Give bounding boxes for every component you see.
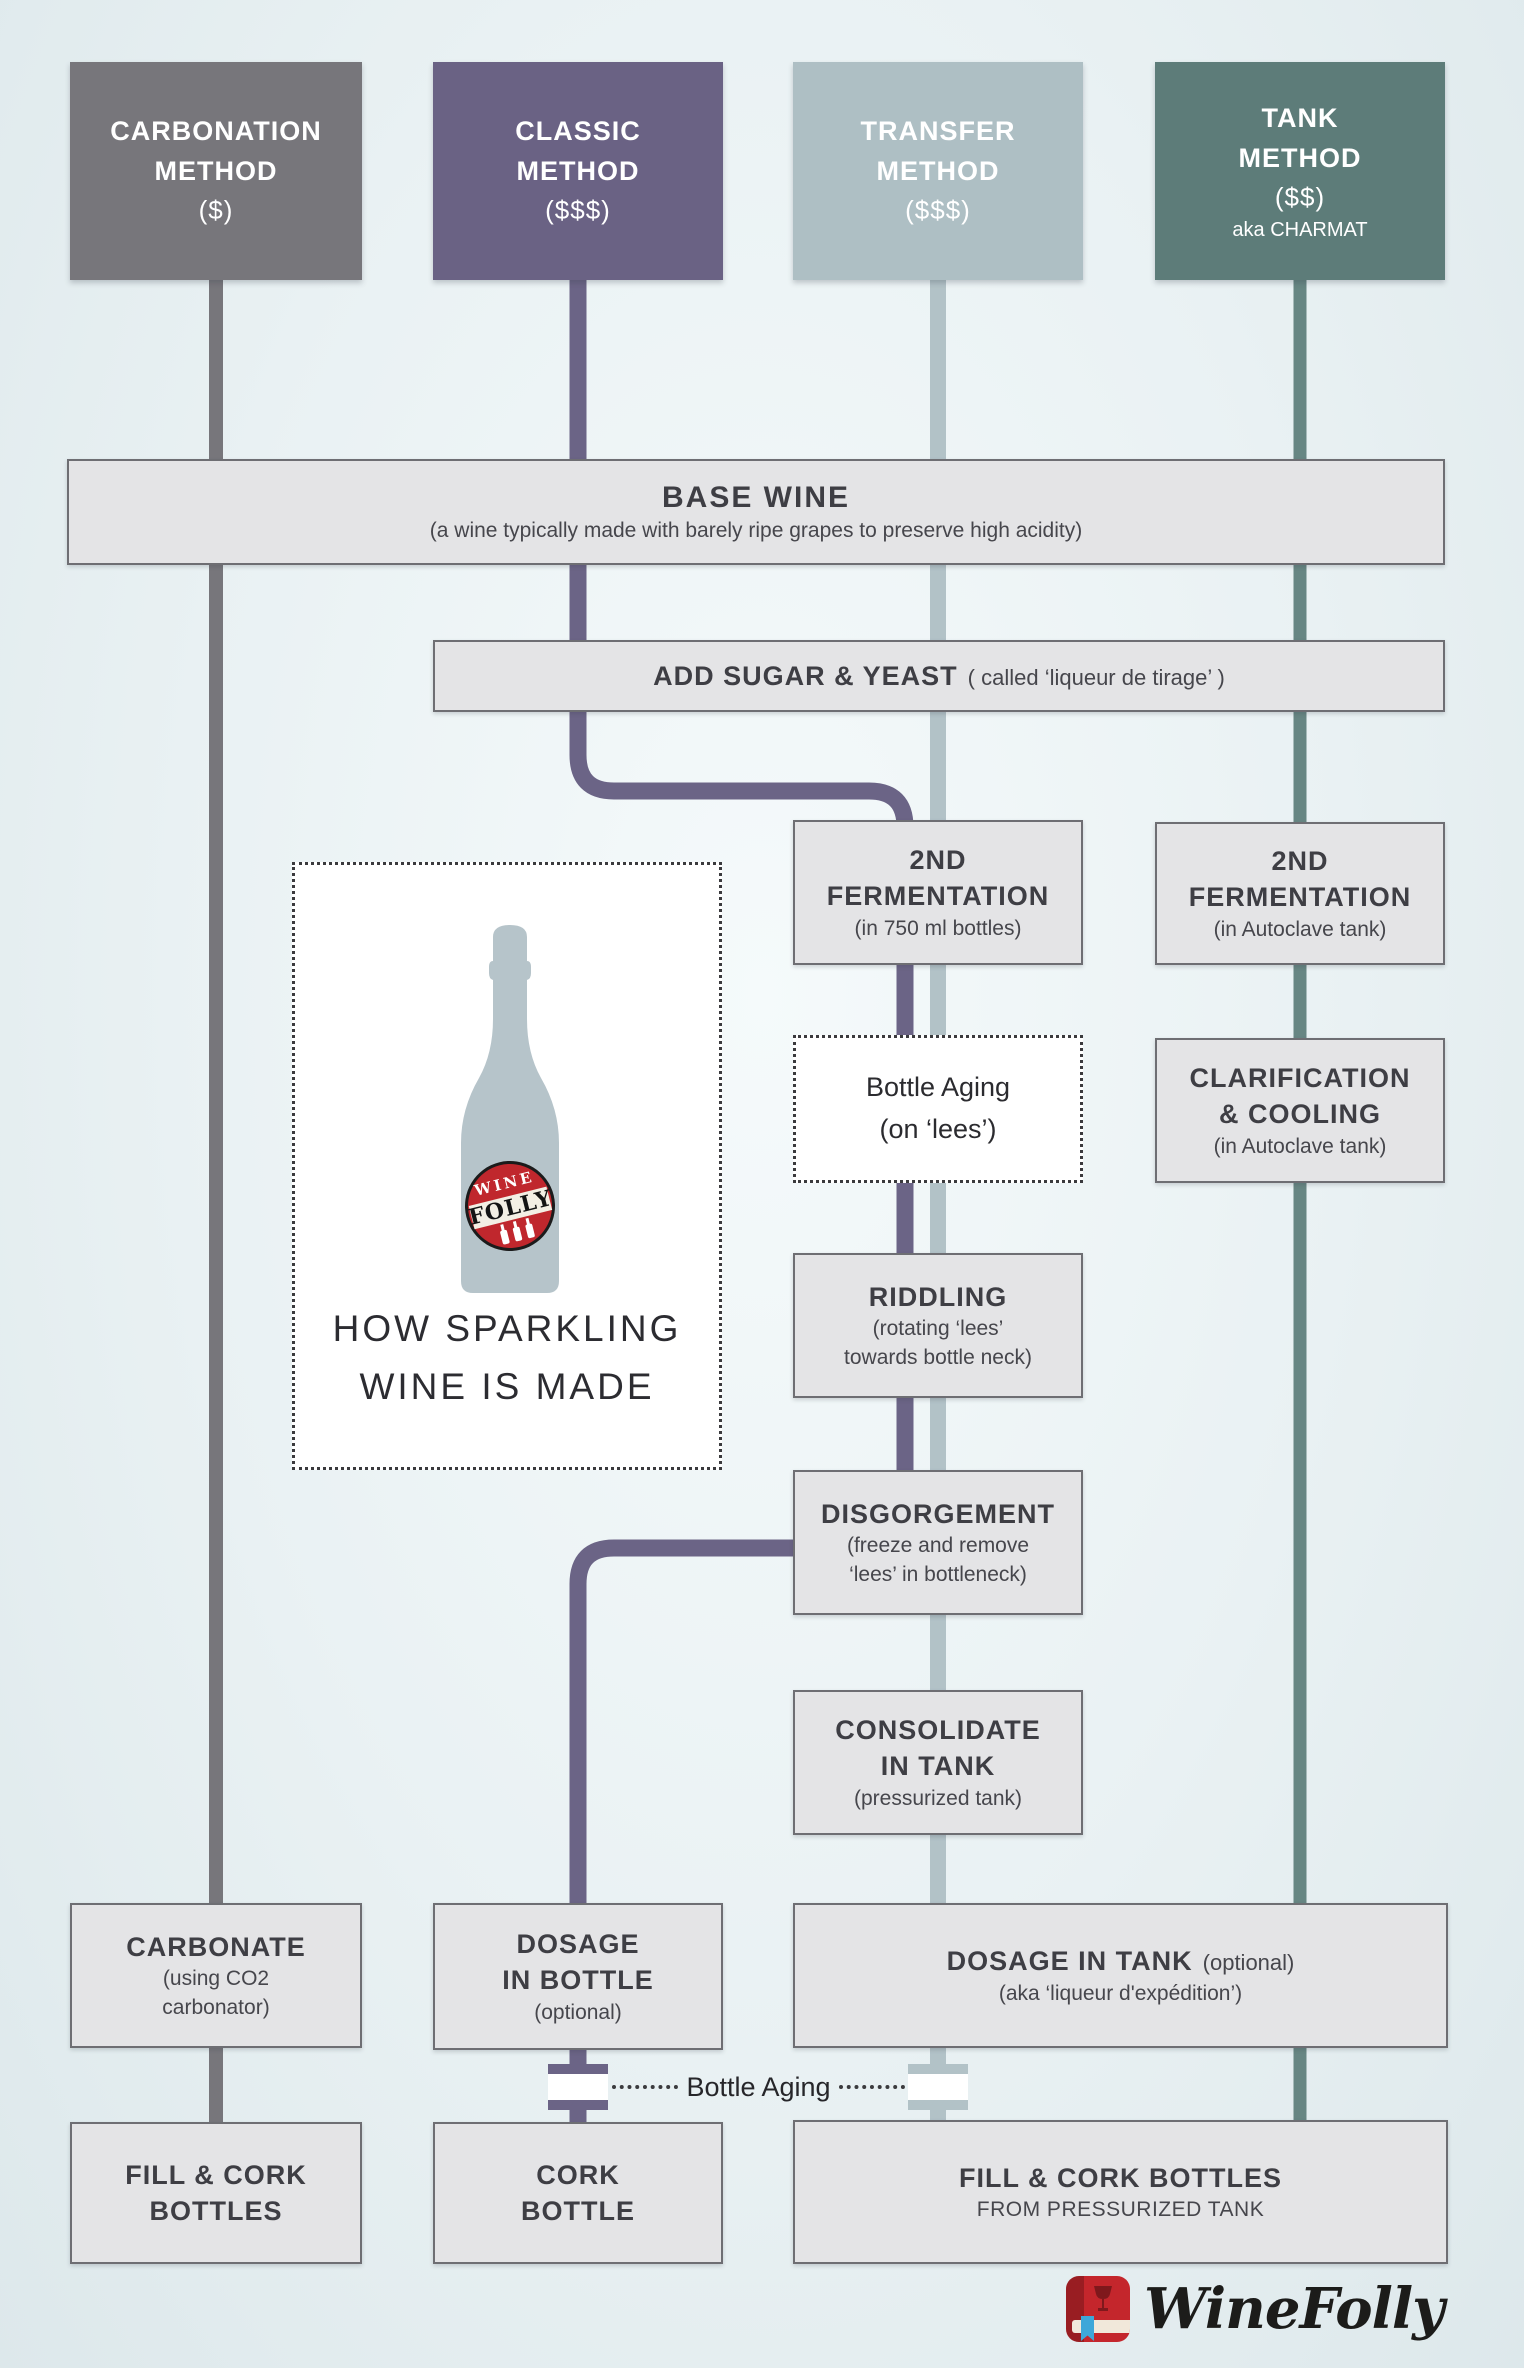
step-subtitle: carbonator) xyxy=(162,1995,270,2019)
step-title: FERMENTATION xyxy=(826,881,1050,912)
method-header-classic: CLASSIC METHOD ($$$) xyxy=(433,62,723,280)
step-title: FERMENTATION xyxy=(1188,882,1412,913)
step-title: CLARIFICATION xyxy=(1189,1062,1411,1093)
step-title: FILL & CORK xyxy=(125,2159,307,2190)
method-header-tank: TANK METHOD ($$) aka CHARMAT xyxy=(1155,62,1445,280)
book-page xyxy=(1072,2320,1130,2333)
step-title: CARBONATE xyxy=(126,1931,306,1962)
method-cost: ($$$) xyxy=(545,194,611,225)
method-title: CLASSIC xyxy=(515,116,641,147)
wine-bottle-illustration: WINE FOLLY xyxy=(461,925,559,1293)
step-title-suffix: (optional) xyxy=(1202,1950,1295,1976)
method-note: aka CHARMAT xyxy=(1232,218,1368,241)
step-title: (on ‘lees’) xyxy=(879,1114,997,1144)
step-subtitle: (pressurized tank) xyxy=(853,1786,1023,1810)
step-title: 2ND xyxy=(909,844,967,875)
bookmark-ribbon xyxy=(1081,2316,1094,2341)
step-subtitle: (in 750 ml bottles) xyxy=(854,916,1022,940)
illustration-panel: WINE FOLLY HOW SPARKLING WINE IS MADE xyxy=(292,862,722,1470)
step-subtitle: (in Autoclave tank) xyxy=(1213,917,1387,941)
dotted-leader-right xyxy=(838,2085,905,2089)
book-icon xyxy=(1066,2276,1130,2342)
step-subtitle: (using CO2 xyxy=(162,1967,270,1991)
step-fill-cork-bottles-pressurized: FILL & CORK BOTTLES FROM PRESSURIZED TAN… xyxy=(793,2120,1448,2264)
step-subtitle: (optional) xyxy=(534,2000,622,2024)
step-title: Bottle Aging xyxy=(865,1072,1011,1103)
step-title: DOSAGE xyxy=(516,1928,640,1959)
bottle-aging-divider-label: Bottle Aging xyxy=(686,2071,831,2102)
wine-folly-logo: WineFolly xyxy=(1066,2276,1445,2342)
step-title: IN BOTTLE xyxy=(502,1965,654,1996)
step-title: RIDDLING xyxy=(868,1281,1008,1312)
step-title: 2ND xyxy=(1271,845,1329,876)
step-carbonate: CARBONATE (using CO2 carbonator) xyxy=(70,1903,362,2048)
method-title: METHOD xyxy=(876,155,1000,186)
transfer-bottle-aging-break xyxy=(908,2064,968,2110)
step-subtitle: (rotating ‘lees’ xyxy=(872,1317,1004,1341)
step-bottle-aging-on-lees: Bottle Aging (on ‘lees’) xyxy=(793,1035,1083,1183)
step-subtitle: (aka ‘liqueur d'expédition’) xyxy=(998,1981,1243,2005)
method-title: TANK xyxy=(1261,103,1339,134)
method-title: TRANSFER xyxy=(860,116,1016,147)
method-header-carbonation: CARBONATION METHOD ($) xyxy=(70,62,362,280)
illustration-caption: HOW SPARKLING WINE IS MADE xyxy=(295,1300,719,1415)
method-cost: ($) xyxy=(198,194,234,225)
bottle-aging-divider: Bottle Aging xyxy=(612,2064,905,2110)
step-title: BOTTLE xyxy=(521,2196,635,2226)
logo-wordmark: WineFolly xyxy=(1144,2276,1445,2342)
step-fill-cork-bottles: FILL & CORK BOTTLES xyxy=(70,2122,362,2264)
step-subtitle: ‘lees’ in bottleneck) xyxy=(849,1562,1027,1586)
caption-line-2: WINE IS MADE xyxy=(359,1365,655,1407)
step-title: & COOLING xyxy=(1219,1099,1381,1130)
method-title: CARBONATION xyxy=(110,116,322,147)
step-title: BASE WINE xyxy=(661,481,850,515)
step-title-suffix: ( called ‘liqueur de tirage’ ) xyxy=(967,664,1225,690)
step-subtitle: (in Autoclave tank) xyxy=(1213,1134,1387,1158)
step-title: ADD SUGAR & YEAST xyxy=(653,660,958,691)
step-title: CONSOLIDATE xyxy=(835,1714,1041,1745)
caption-line-1: HOW SPARKLING xyxy=(332,1308,682,1350)
step-dosage-in-tank: DOSAGE IN TANK (optional) (aka ‘liqueur … xyxy=(793,1903,1448,2048)
label-bottle-glyphs xyxy=(500,1217,535,1245)
step-disgorgement: DISGORGEMENT (freeze and remove ‘lees’ i… xyxy=(793,1470,1083,1615)
step-title: BOTTLES xyxy=(149,2196,283,2226)
classic-bottle-aging-break xyxy=(548,2064,608,2110)
step-subtitle: (freeze and remove xyxy=(846,1534,1030,1558)
label-band xyxy=(468,1186,553,1230)
step-base-wine: BASE WINE (a wine typically made with ba… xyxy=(67,459,1445,565)
dotted-leader-left xyxy=(612,2085,679,2089)
method-cost: ($$$) xyxy=(905,194,971,225)
step-title: IN TANK xyxy=(880,1751,996,1782)
step-title: CORK xyxy=(536,2159,620,2190)
wine-glass-icon xyxy=(1094,2286,1112,2311)
step-consolidate-in-tank: CONSOLIDATE IN TANK (pressurized tank) xyxy=(793,1690,1083,1835)
method-cost: ($$) xyxy=(1274,181,1326,212)
wine-folly-label: WINE FOLLY xyxy=(465,1161,555,1251)
method-title: METHOD xyxy=(154,155,278,186)
step-2nd-fermentation-tank: 2ND FERMENTATION (in Autoclave tank) xyxy=(1155,822,1445,965)
step-subtitle: FROM PRESSURIZED TANK xyxy=(976,2198,1265,2222)
step-clarification-cooling: CLARIFICATION & COOLING (in Autoclave ta… xyxy=(1155,1038,1445,1183)
step-add-sugar-yeast: ADD SUGAR & YEAST ( called ‘liqueur de t… xyxy=(433,640,1445,712)
step-title: DOSAGE IN TANK xyxy=(946,1946,1193,1977)
method-header-transfer: TRANSFER METHOD ($$$) xyxy=(793,62,1083,280)
method-title: METHOD xyxy=(1238,142,1362,173)
step-riddling: RIDDLING (rotating ‘lees’ towards bottle… xyxy=(793,1253,1083,1398)
step-cork-bottle: CORK BOTTLE xyxy=(433,2122,723,2264)
step-2nd-fermentation-bottles: 2ND FERMENTATION (in 750 ml bottles) xyxy=(793,820,1083,965)
step-subtitle: towards bottle neck) xyxy=(844,1345,1032,1369)
step-subtitle: (a wine typically made with barely ripe … xyxy=(429,519,1083,543)
step-title: FILL & CORK BOTTLES xyxy=(959,2162,1282,2193)
method-title: METHOD xyxy=(516,155,640,186)
step-title: DISGORGEMENT xyxy=(820,1498,1055,1529)
step-dosage-in-bottle: DOSAGE IN BOTTLE (optional) xyxy=(433,1903,723,2050)
